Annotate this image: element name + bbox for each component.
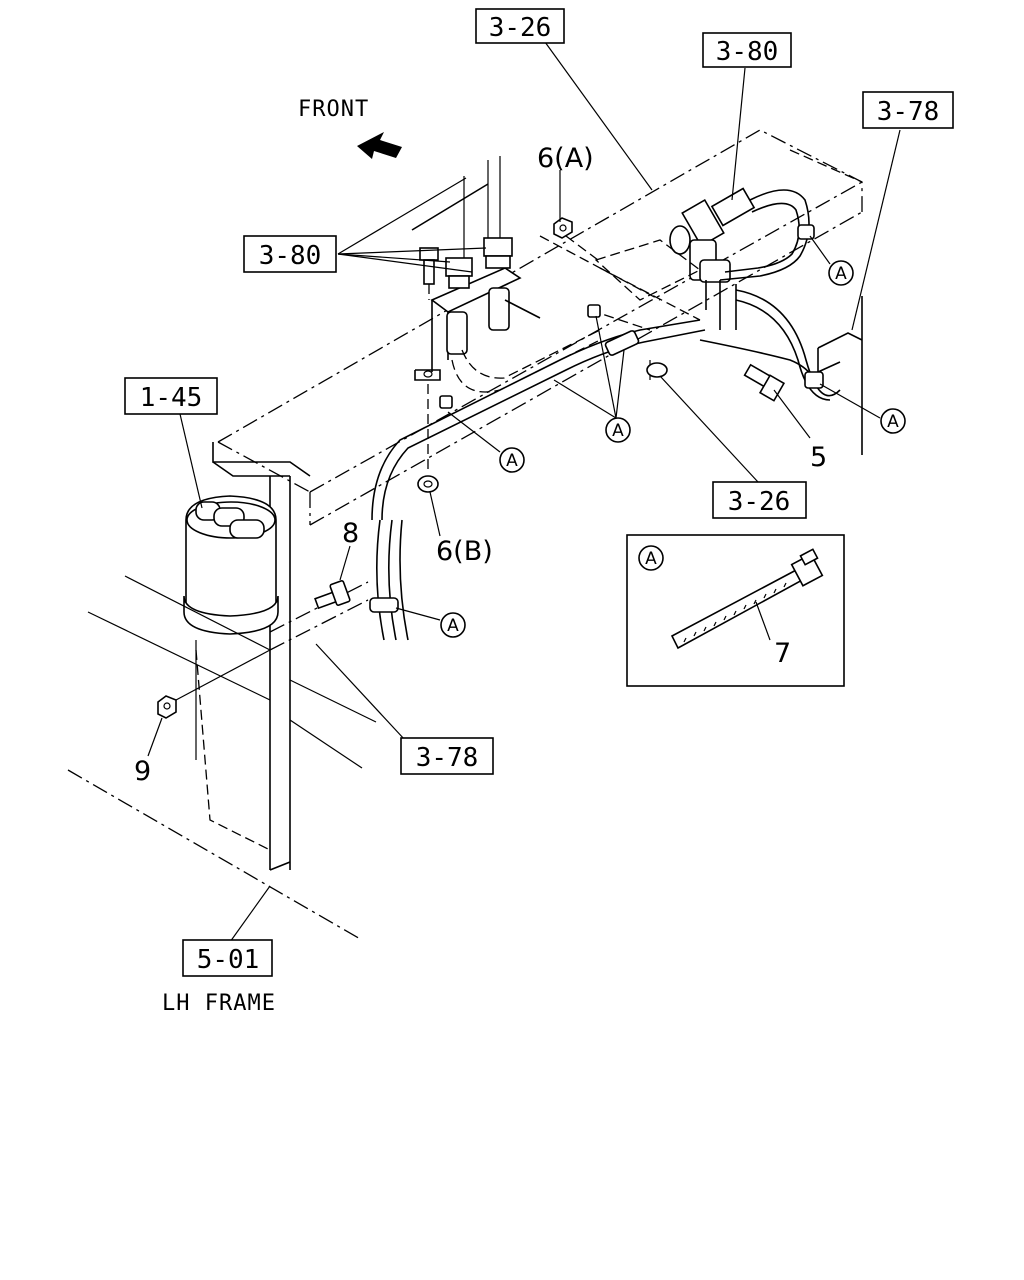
callout-a-5: A [440, 612, 466, 638]
pipe-block [411, 156, 541, 381]
expansion-valve [669, 187, 841, 401]
callout-a-2: A [880, 408, 906, 434]
ref-box-3-78-bottom: 3-78 [400, 737, 494, 775]
svg-text:A: A [447, 616, 459, 636]
part-number-9: 9 [134, 756, 151, 787]
bolt-5-icon [743, 363, 786, 402]
svg-text:3-26: 3-26 [489, 13, 552, 43]
ref-box-3-78-top: 3-78 [862, 91, 954, 129]
side-bracket [195, 442, 369, 871]
ref-box-3-80-top: 3-80 [702, 32, 792, 68]
svg-text:1-45: 1-45 [140, 383, 203, 413]
wire-harness [369, 239, 706, 641]
bolt-8-icon [314, 580, 351, 610]
ref-box-3-26-bottom: 3-26 [712, 481, 807, 519]
ref-box-3-26-top: 3-26 [475, 8, 565, 44]
svg-text:3-78: 3-78 [416, 743, 479, 773]
right-frame-member [817, 296, 863, 455]
callout-a-1: A [828, 260, 854, 286]
part-number-8: 8 [342, 518, 359, 549]
svg-text:3-80: 3-80 [259, 241, 322, 271]
ref-box-3-80-left: 3-80 [243, 235, 337, 273]
svg-text:A: A [887, 412, 899, 432]
part-number-6a: 6(A) [537, 143, 594, 174]
crossmember [217, 129, 863, 526]
svg-text:A: A [835, 264, 847, 284]
svg-text:A: A [612, 421, 624, 441]
svg-text:A: A [645, 549, 657, 569]
frame-label: LH FRAME [162, 991, 276, 1016]
callout-a-3: A [605, 417, 631, 443]
part-number-6b: 6(B) [436, 536, 493, 567]
part-number-5: 5 [810, 442, 827, 473]
leader-lines [147, 41, 901, 943]
callout-a-4: A [499, 447, 525, 473]
front-arrow-icon [357, 132, 402, 159]
svg-text:3-78: 3-78 [877, 97, 940, 127]
ref-box-5-01: 5-01 [182, 939, 273, 977]
part-number-7: 7 [774, 638, 791, 669]
svg-text:3-80: 3-80 [716, 37, 779, 67]
svg-text:3-26: 3-26 [728, 487, 791, 517]
nut-6a-icon [553, 217, 599, 261]
svg-text:A: A [506, 451, 518, 471]
nut-9-icon [157, 649, 271, 719]
washer-6b-icon [417, 384, 439, 493]
cable-tie-icon [670, 548, 824, 650]
inset-detail-a: A 7 [626, 534, 845, 687]
ref-box-1-45: 1-45 [124, 377, 218, 415]
svg-text:5-01: 5-01 [197, 945, 260, 975]
bolt-icon [419, 247, 439, 300]
front-label: FRONT [298, 97, 369, 122]
lh-frame-lines [67, 575, 377, 941]
receiver-drier [183, 495, 279, 760]
